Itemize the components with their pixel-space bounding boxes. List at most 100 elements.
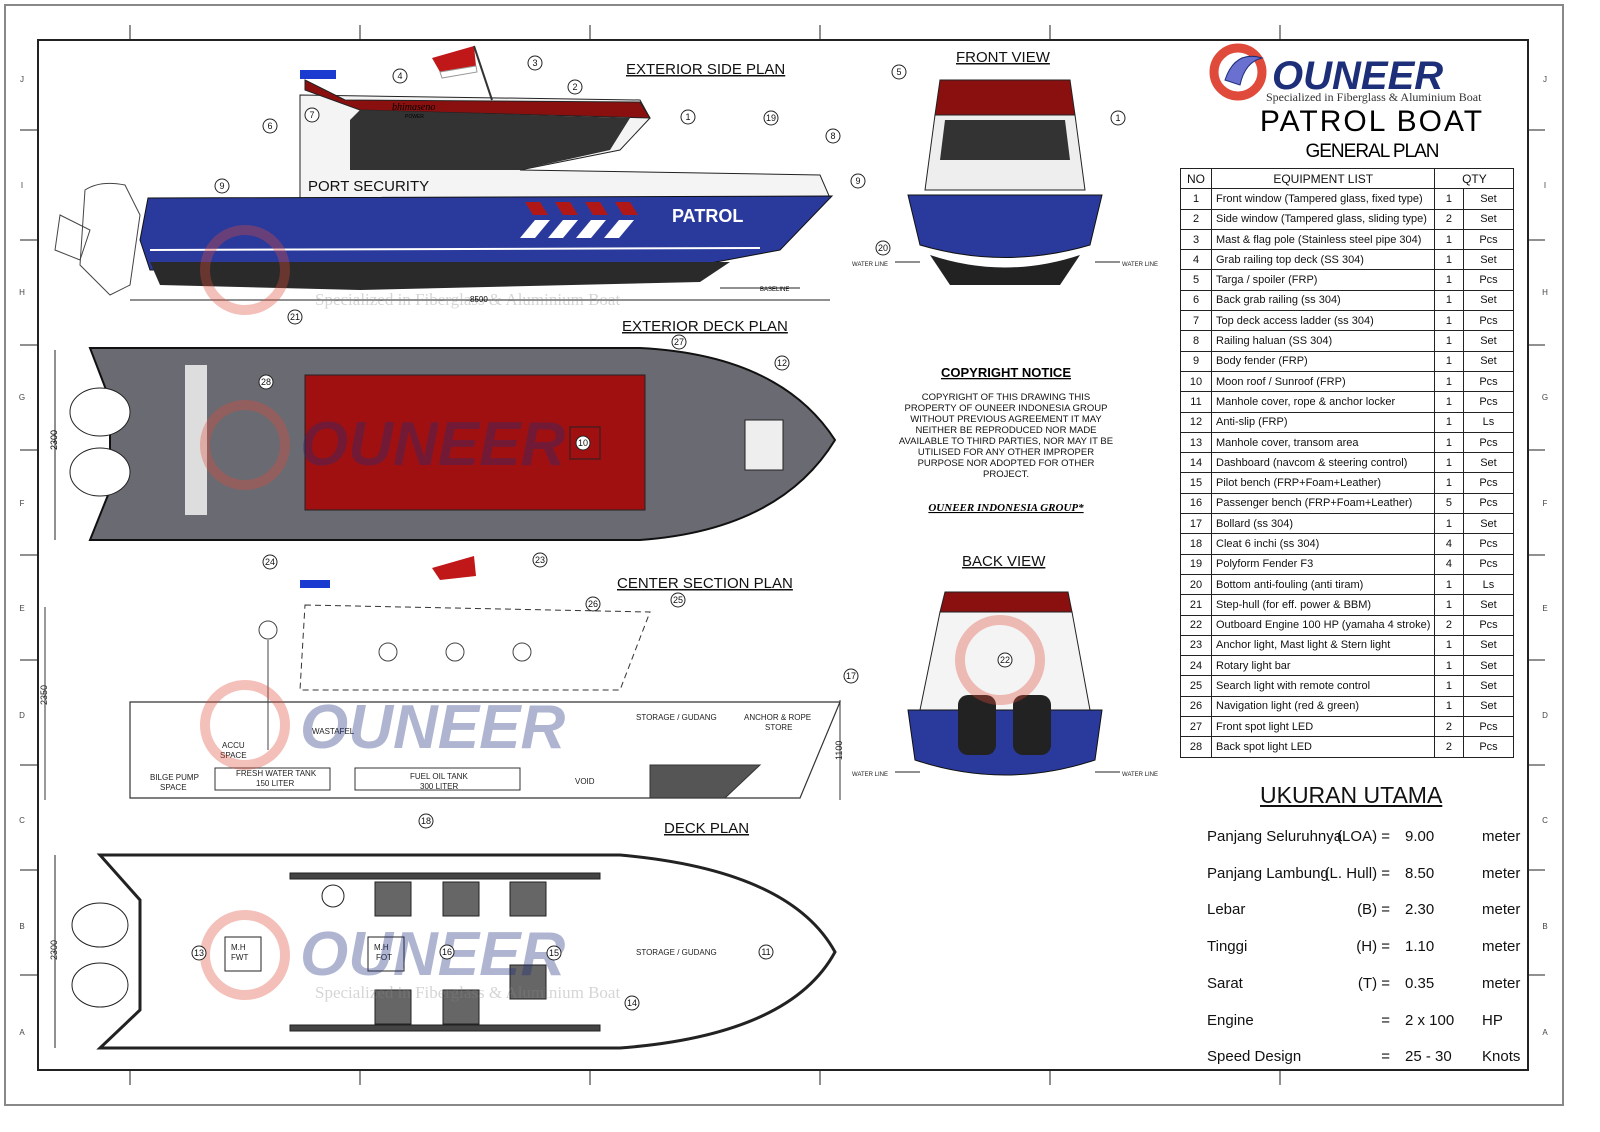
svg-text:12: 12: [777, 358, 787, 368]
dimension-symbol: (T) =: [1357, 974, 1390, 992]
svg-text:STORAGE / GUDANG: STORAGE / GUDANG: [636, 948, 717, 957]
header-item: EQUIPMENT LIST: [1210, 167, 1436, 190]
row-no: 11: [1180, 391, 1212, 413]
bhimaseno-label: bhimaseno: [392, 102, 435, 113]
row-qty: 2: [1434, 614, 1464, 636]
row-no: 1: [1180, 188, 1212, 210]
svg-text:22: 22: [1000, 655, 1010, 665]
flag-icon: [432, 46, 476, 72]
svg-text:OUNEER: OUNEER: [300, 410, 565, 479]
row-no: 13: [1180, 431, 1212, 454]
title-front-view: FRONT VIEW: [956, 49, 1051, 66]
port-security-label: PORT SECURITY: [308, 178, 429, 195]
row-no: 27: [1180, 716, 1212, 738]
row-no: 25: [1180, 675, 1212, 697]
rotary-light-icon-2: [300, 580, 330, 588]
row-qty: 1: [1434, 370, 1464, 393]
dimension-symbol: (L. Hull) =: [1324, 864, 1390, 882]
svg-text:6: 6: [267, 121, 272, 131]
svg-text:WATER LINE: WATER LINE: [1122, 772, 1158, 778]
svg-text:11: 11: [761, 947, 770, 957]
dimension-unit: meter: [1482, 974, 1521, 992]
dimension-unit: meter: [1482, 864, 1521, 882]
row-qty: 1: [1434, 289, 1464, 312]
exterior-side-plan: PORT SECURITY PATROL bhimaseno POWER 850…: [54, 45, 834, 304]
row-item: Railing haluan (SS 304): [1210, 330, 1436, 352]
svg-text:POWER: POWER: [405, 114, 424, 120]
row-qty: 2: [1434, 736, 1464, 758]
dimension-label: Speed Design: [1207, 1048, 1302, 1066]
svg-text:WATER LINE: WATER LINE: [852, 262, 888, 268]
row-qty: 1: [1434, 472, 1464, 494]
svg-text:M.H: M.H: [231, 943, 246, 952]
row-no: 24: [1180, 655, 1212, 677]
row-qty: 1: [1434, 695, 1464, 718]
row-item: Polyform Fender F3: [1210, 553, 1436, 575]
row-item: Manhole cover, rope & anchor locker: [1210, 391, 1436, 413]
row-no: 5: [1180, 269, 1212, 291]
row-no: 23: [1180, 634, 1212, 657]
row-item: Body fender (FRP): [1210, 350, 1436, 372]
svg-text:F: F: [20, 499, 25, 508]
svg-text:9: 9: [855, 176, 860, 186]
row-unit: Pcs: [1462, 310, 1515, 332]
svg-text:A: A: [1542, 1028, 1548, 1037]
row-no: 17: [1180, 513, 1212, 535]
svg-text:D: D: [19, 711, 25, 720]
row-qty: 1: [1434, 573, 1464, 596]
row-item: Targa / spoiler (FRP): [1210, 269, 1436, 291]
svg-text:D: D: [1542, 711, 1548, 720]
row-unit: Ls: [1462, 573, 1515, 596]
row-qty: 1: [1434, 411, 1464, 433]
svg-text:B: B: [19, 922, 24, 931]
svg-text:Specialized in Fiberglass & Al: Specialized in Fiberglass & Aluminium Bo…: [315, 983, 620, 1002]
copyright-signature: OUNEER INDONESIA GROUP*: [928, 502, 1084, 514]
dimension-value: 2 x 100: [1405, 1011, 1455, 1029]
svg-text:26: 26: [588, 599, 598, 609]
row-unit: Pcs: [1462, 370, 1515, 393]
row-no: 15: [1180, 472, 1212, 494]
svg-text:WATER LINE: WATER LINE: [852, 772, 888, 778]
row-item: Bottom anti-fouling (anti tiram): [1210, 573, 1436, 596]
svg-text:STORAGE / GUDANG: STORAGE / GUDANG: [636, 713, 717, 722]
svg-text:4: 4: [397, 71, 402, 81]
row-unit: Ls: [1462, 411, 1515, 433]
svg-text:SPACE: SPACE: [160, 783, 187, 792]
svg-text:OUNEER: OUNEER: [300, 693, 565, 762]
svg-text:ANCHOR & ROPE: ANCHOR & ROPE: [744, 713, 811, 722]
svg-text:23: 23: [535, 555, 545, 565]
svg-text:WATER LINE: WATER LINE: [1122, 262, 1158, 268]
row-unit: Set: [1462, 350, 1515, 372]
svg-text:2350: 2350: [39, 685, 49, 705]
svg-text:OUNEER: OUNEER: [300, 920, 565, 989]
svg-text:28: 28: [261, 377, 271, 387]
row-qty: 5: [1434, 492, 1464, 515]
row-qty: 1: [1434, 391, 1464, 413]
row-unit: Pcs: [1462, 614, 1515, 636]
dimension-symbol: =: [1381, 1048, 1390, 1066]
dimension-label: Sarat: [1207, 974, 1243, 992]
svg-text:9: 9: [219, 181, 224, 191]
svg-text:2: 2: [572, 82, 577, 92]
row-no: 8: [1180, 330, 1212, 352]
row-no: 26: [1180, 695, 1212, 718]
svg-text:H: H: [19, 288, 25, 297]
svg-text:3: 3: [532, 58, 537, 68]
row-item: Back spot light LED: [1210, 736, 1436, 758]
svg-text:STORE: STORE: [765, 723, 792, 732]
